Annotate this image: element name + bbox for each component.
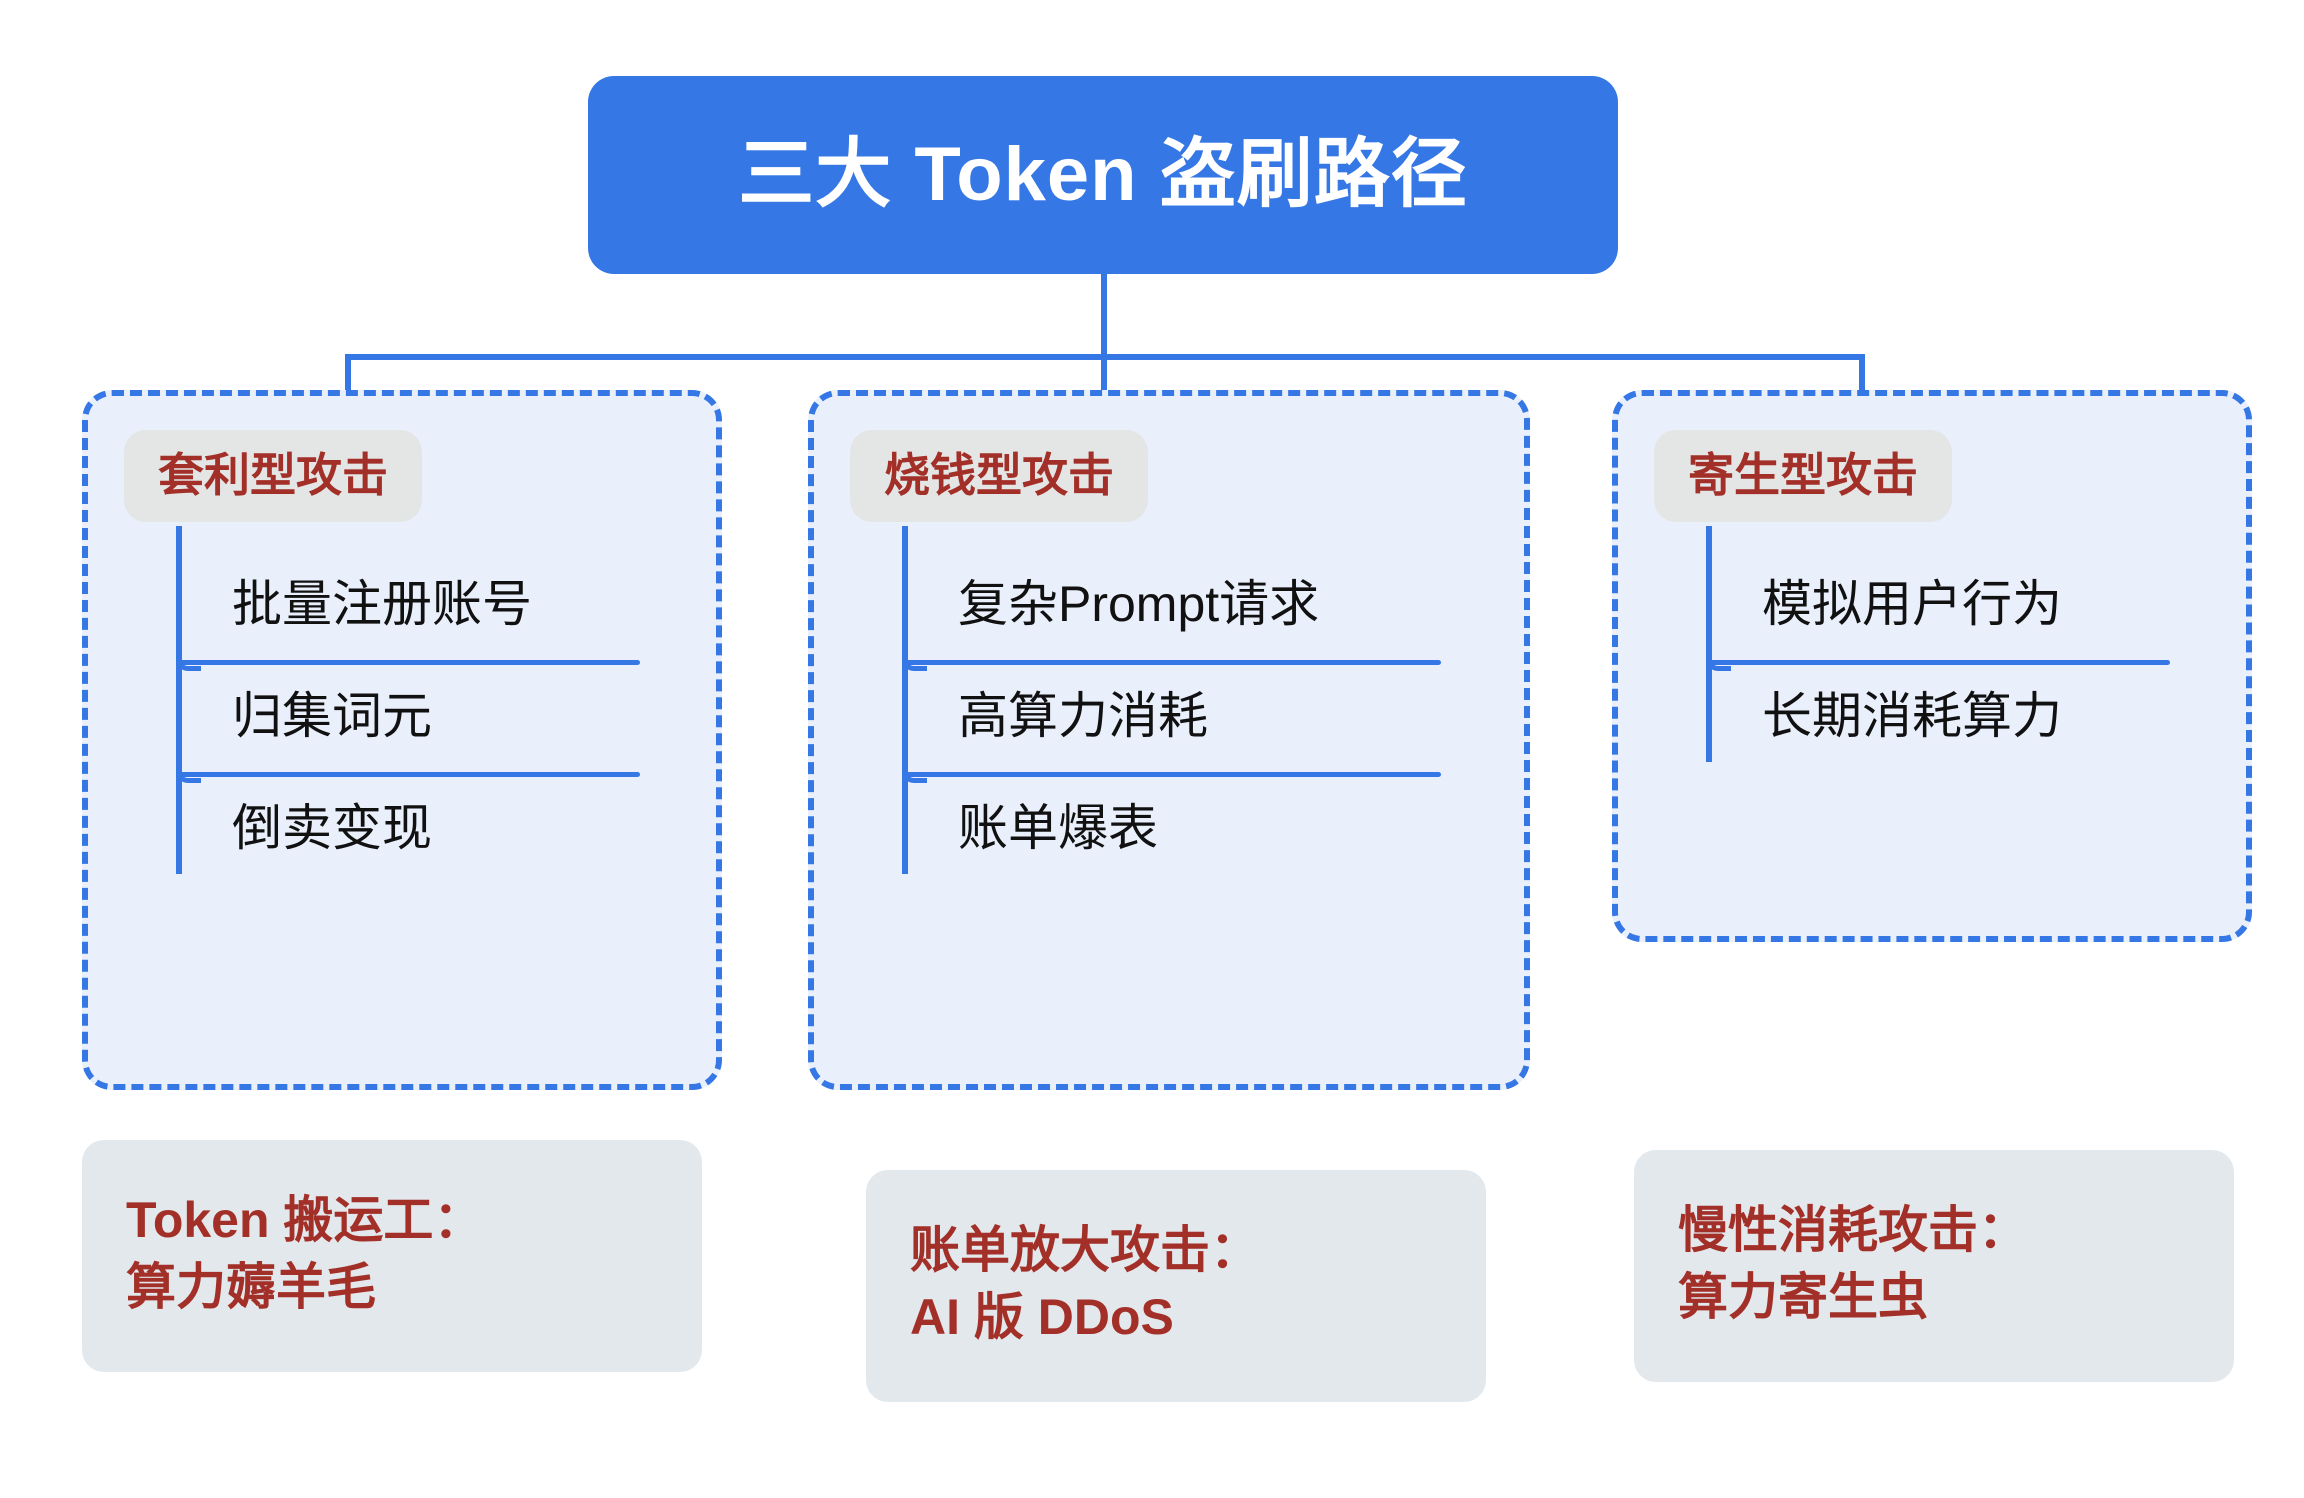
connector-drop-2: [1101, 354, 1107, 408]
column-1-list: 批量注册账号 归集词元 倒卖变现: [176, 526, 680, 884]
column-3-header: 寄生型攻击: [1654, 430, 1952, 522]
list-item-label: 归集词元: [232, 687, 432, 744]
list-item-label: 长期消耗算力: [1762, 687, 2062, 744]
list-rail: [176, 526, 182, 874]
summary-caption-2: 账单放大攻击： AI 版 DDoS: [866, 1170, 1486, 1402]
column-2-list: 复杂Prompt请求 高算力消耗 账单爆表: [902, 526, 1488, 884]
list-item-label: 倒卖变现: [232, 799, 432, 856]
list-item[interactable]: 倒卖变现: [176, 758, 680, 884]
summary-caption-3: 慢性消耗攻击： 算力寄生虫: [1634, 1150, 2234, 1382]
column-2-header: 烧钱型攻击: [850, 430, 1148, 522]
list-item[interactable]: 长期消耗算力: [1706, 646, 2210, 772]
connector-drop-3: [1859, 354, 1865, 408]
caption-line-2: 算力薅羊毛: [126, 1259, 376, 1315]
caption-line-1: 慢性消耗攻击：: [1678, 1202, 2028, 1258]
attack-path-column-2: 烧钱型攻击 复杂Prompt请求 高算力消耗 账单爆表: [808, 390, 1530, 1090]
list-item-label: 高算力消耗: [958, 687, 1208, 744]
list-item[interactable]: 批量注册账号: [176, 548, 680, 660]
list-item-label: 账单爆表: [958, 799, 1158, 856]
list-item-label: 批量注册账号: [232, 575, 532, 632]
caption-line-1: 账单放大攻击：: [910, 1222, 1260, 1278]
attack-path-column-1: 套利型攻击 批量注册账号 归集词元 倒卖变现: [82, 390, 722, 1090]
list-item[interactable]: 复杂Prompt请求: [902, 548, 1488, 660]
summary-caption-1: Token 搬运工： 算力薅羊毛: [82, 1140, 702, 1372]
list-item[interactable]: 账单爆表: [902, 758, 1488, 884]
caption-line-2: AI 版 DDoS: [910, 1289, 1174, 1345]
list-rail: [902, 526, 908, 874]
list-rail: [1706, 526, 1712, 762]
connector-stem: [1101, 274, 1107, 358]
caption-line-1: Token 搬运工：: [126, 1192, 484, 1248]
diagram-title-banner: 三大 Token 盗刷路径: [588, 76, 1618, 274]
attack-path-column-3: 寄生型攻击 模拟用户行为 长期消耗算力: [1612, 390, 2252, 942]
list-item[interactable]: 归集词元: [176, 646, 680, 772]
caption-line-2: 算力寄生虫: [1678, 1269, 1928, 1325]
list-item-label: 复杂Prompt请求: [958, 575, 1320, 632]
page-title: 三大 Token 盗刷路径: [738, 132, 1468, 217]
list-item[interactable]: 模拟用户行为: [1706, 548, 2210, 660]
column-3-list: 模拟用户行为 长期消耗算力: [1706, 526, 2210, 772]
column-1-header: 套利型攻击: [124, 430, 422, 522]
list-item[interactable]: 高算力消耗: [902, 646, 1488, 772]
connector-drop-1: [345, 354, 351, 408]
list-item-label: 模拟用户行为: [1762, 575, 2062, 632]
